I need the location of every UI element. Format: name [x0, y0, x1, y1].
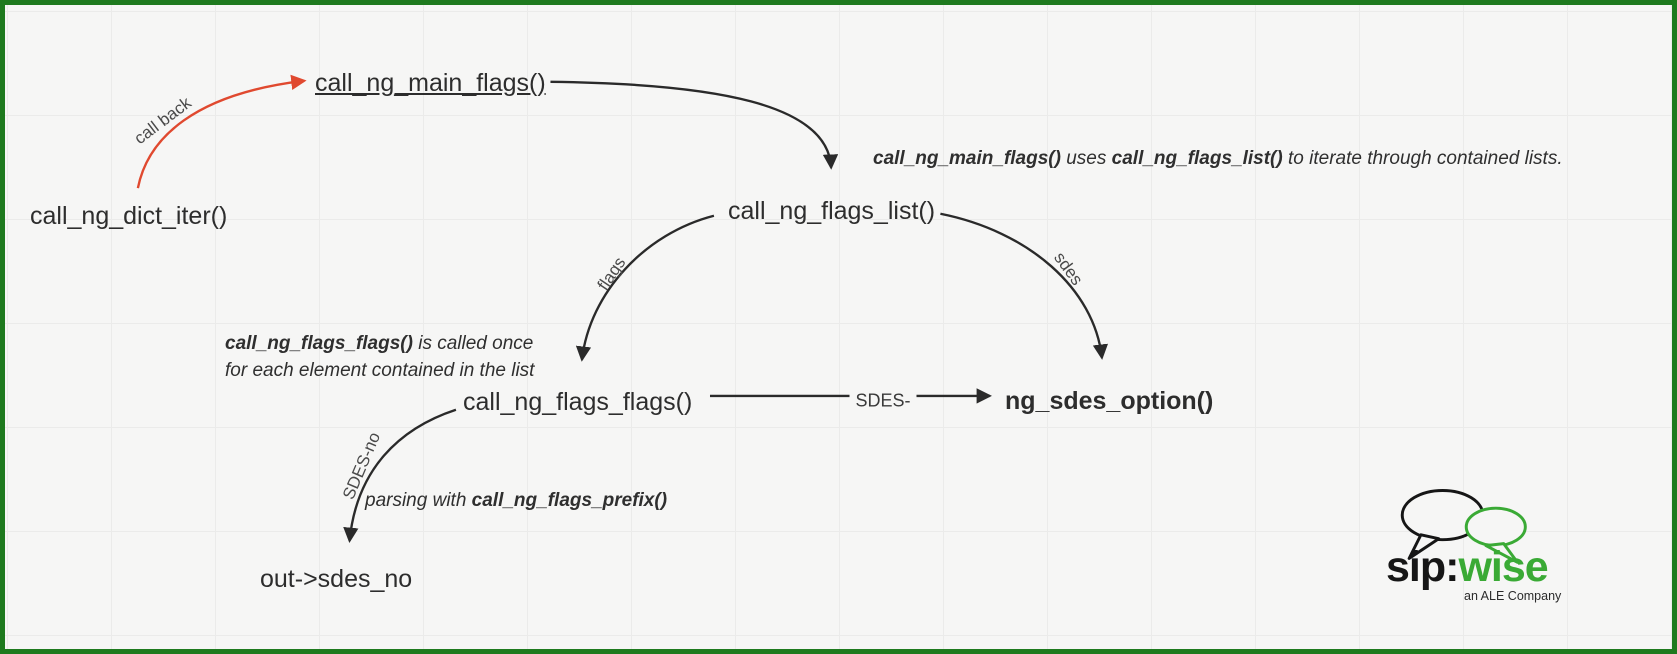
sipwise-logo-sip: sip:	[1386, 543, 1459, 591]
edge-sdes-no-arrow	[343, 408, 457, 543]
node-ng-sdes-option: ng_sdes_option()	[1005, 387, 1214, 415]
annotation-parsing: parsing with call_ng_flags_prefix()	[365, 488, 667, 515]
edge-label-sdes-dash: SDES-	[849, 390, 917, 412]
annotation-iterate-mid: uses	[1060, 148, 1112, 169]
speech-bubble-icon-green	[1464, 506, 1527, 564]
node-call-ng-main-flags: call_ng_main_flags()	[315, 69, 546, 97]
annotation-called-once-line2: for each element contained in the list	[225, 359, 535, 381]
speech-bubble-icon-black	[1400, 488, 1485, 560]
edge-callback-arrow	[136, 74, 307, 189]
edge-mainflags-to-flagslist-arrow	[550, 80, 839, 170]
annotation-iterate-fn1: call_ng_main_flags()	[873, 148, 1061, 169]
annotation-called-once: call_ng_flags_flags() is called once for…	[225, 331, 534, 385]
sipwise-logo: sip:wise	[1386, 543, 1549, 591]
annotation-parsing-head: parsing with	[365, 490, 472, 511]
node-call-ng-flags-list: call_ng_flags_list()	[728, 197, 936, 225]
annotation-iterate-fn2: call_ng_flags_list()	[1111, 148, 1283, 169]
node-out-sdes-no: out->sdes_no	[260, 565, 413, 593]
sipwise-logo-tagline: an ALE Company	[1464, 589, 1562, 603]
annotation-parsing-fn: call_ng_flags_prefix()	[471, 490, 668, 511]
annotation-called-once-fn: call_ng_flags_flags()	[225, 333, 413, 354]
edge-flags-arrow	[575, 214, 715, 362]
annotation-called-once-rest: is called once	[412, 333, 534, 354]
sipwise-logo-wise: wise	[1458, 543, 1548, 591]
annotation-called-once-line1: call_ng_flags_flags() is called once	[225, 331, 534, 358]
annotation-iterate-tail: to iterate through contained lists.	[1282, 148, 1563, 169]
edge-sdes-arrow	[940, 212, 1109, 360]
node-call-ng-dict-iter: call_ng_dict_iter()	[30, 202, 228, 230]
annotation-iterate: call_ng_main_flags() uses call_ng_flags_…	[873, 146, 1563, 173]
node-call-ng-flags-flags: call_ng_flags_flags()	[463, 388, 693, 416]
